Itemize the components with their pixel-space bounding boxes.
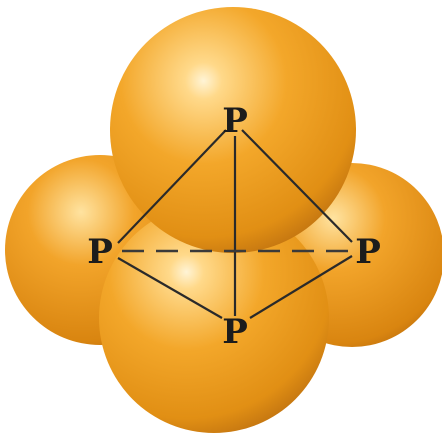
bond-left-bottom — [117, 257, 223, 319]
atom-label-left: P — [87, 232, 113, 272]
sphere-top — [110, 7, 356, 253]
bond-top-right — [241, 129, 353, 243]
atom-label-right: P — [355, 232, 381, 272]
bond-top-left — [117, 129, 227, 244]
bond-right-bottom — [249, 255, 353, 319]
sphere-bottom — [99, 203, 329, 433]
atom-label-top: P — [222, 101, 248, 141]
atom-label-bottom: P — [222, 312, 248, 352]
